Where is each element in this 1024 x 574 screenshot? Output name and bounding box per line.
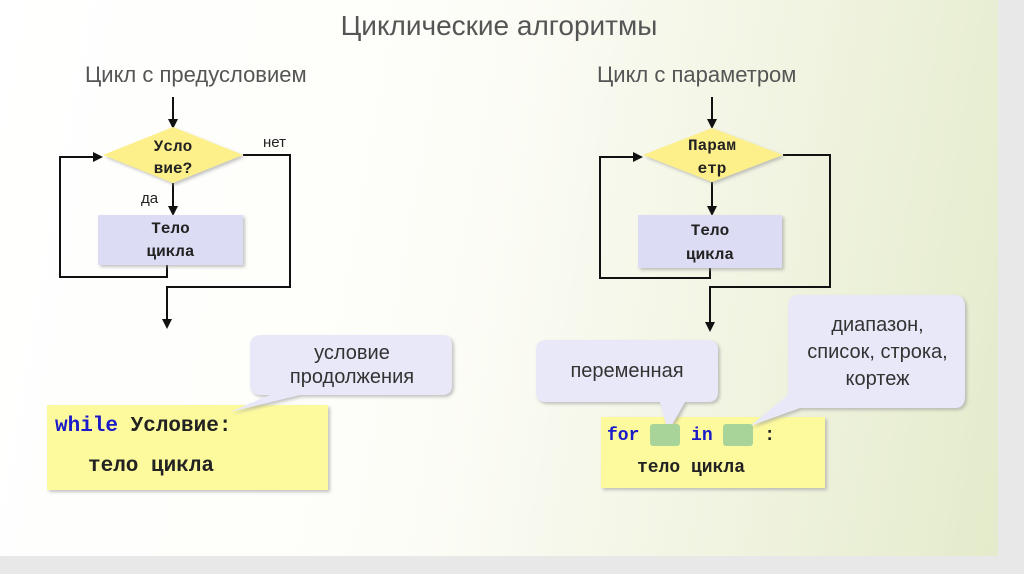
callout-condition: условие продолжения — [289, 342, 415, 388]
yes-label: да — [141, 190, 159, 207]
loop-back-left — [59, 152, 168, 278]
callout-range: диапазон, список, строка, кортеж — [807, 313, 948, 390]
body-line-1: Тело — [690, 222, 730, 240]
while-condition: Условие: — [130, 415, 232, 438]
exit-line-right — [705, 154, 831, 332]
no-branch-line — [162, 154, 291, 329]
param-line-1: Парам — [687, 137, 736, 155]
iterable-slot — [723, 424, 754, 447]
body-line-1: Тело — [151, 220, 190, 238]
condition-text: Усло вие? — [123, 136, 223, 180]
body-text-left: Тело цикла — [98, 218, 243, 264]
while-body: тело цикла — [88, 455, 215, 478]
colon: : — [764, 426, 776, 446]
param-line-2: етр — [697, 160, 727, 178]
code-box-for — [601, 417, 825, 488]
page-title: Циклические алгоритмы — [340, 10, 658, 41]
callout-range-shape — [750, 295, 965, 426]
body-text-right: Тело цикла — [638, 219, 782, 267]
for-body: тело цикла — [637, 458, 746, 478]
condition-line-2: вие? — [153, 160, 193, 178]
variable-slot — [650, 424, 681, 447]
body-line-2: цикла — [146, 243, 195, 261]
callout-condition-shape — [230, 335, 452, 412]
callout-variable: переменная — [570, 360, 684, 382]
in-keyword: in — [691, 426, 713, 446]
body-line-2: цикла — [685, 246, 734, 264]
heading-precondition: Цикл с предусловием — [85, 62, 307, 87]
loop-back-right — [599, 152, 711, 279]
for-line: for in : — [607, 424, 775, 448]
callout-variable-shape — [536, 340, 718, 432]
no-label: нет — [263, 134, 286, 151]
param-diamond — [643, 128, 783, 182]
body-box-left — [98, 215, 243, 265]
while-keyword: while — [55, 415, 119, 438]
while-line: while Условие: — [55, 415, 231, 438]
param-text: Парам етр — [662, 135, 762, 181]
condition-diamond — [103, 127, 243, 183]
code-box-while — [47, 405, 328, 490]
body-box-right — [638, 215, 782, 268]
condition-line-1: Усло — [153, 138, 193, 156]
heading-parameter: Цикл с параметром — [597, 62, 797, 87]
for-keyword: for — [607, 426, 640, 446]
